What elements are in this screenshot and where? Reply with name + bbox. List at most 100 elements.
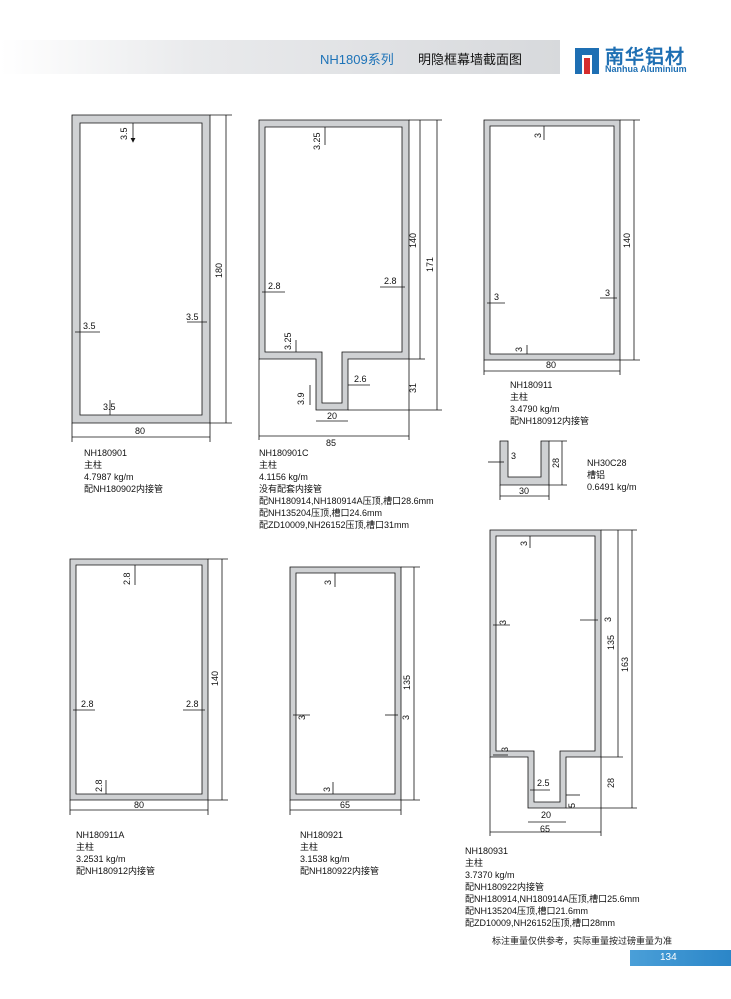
page-number-band [630, 950, 731, 966]
profile-note: 配NH135204压顶,槽口21.6mm [465, 906, 589, 916]
profile-note: 配NH180922内接管 [465, 882, 545, 892]
page-title: 明隐框幕墙截面图 [418, 52, 523, 67]
spec-nh180921: NH180921 主柱 3.1538 kg/m 配NH180922内接管 [300, 829, 379, 877]
dim-label: 3 [533, 133, 543, 138]
weight-disclaimer: 标注重量仅供参考，实际重量按过磅重量为准 [492, 937, 673, 947]
profile-weight: 3.4790 kg/m [510, 404, 560, 414]
profile-type: 主柱 [259, 460, 278, 470]
dim-label: 85 [326, 438, 336, 448]
page-number: 134 [660, 952, 677, 963]
profile-code: NH30C28 [587, 458, 627, 468]
dim-label: 30 [519, 486, 529, 496]
dim-label: 3.25 [283, 332, 293, 350]
dim-label: 28 [606, 778, 616, 788]
profile-type: 主柱 [84, 460, 103, 470]
profile-code: NH180901 [84, 448, 128, 458]
dim-label: 171 [425, 257, 435, 272]
dim-label: 3 [511, 451, 516, 461]
profile-type: 主柱 [465, 858, 484, 868]
dim-label: 2.8 [94, 779, 104, 792]
profile-code: NH180911A [76, 830, 125, 840]
profile-note: 配ZD10009,NH26152压顶,槽口28mm [465, 918, 616, 928]
dim-label: 80 [135, 426, 145, 436]
dim-label: 3 [323, 580, 333, 585]
profile-nh30c28-drawing [488, 440, 567, 500]
profile-nh180911a-drawing [69, 558, 228, 815]
header-band [0, 40, 560, 74]
profile-nh180921-drawing [289, 566, 420, 815]
spec-nh180901: NH180901 主柱 4.7987 kg/m 配NH180902内接管 [84, 447, 163, 495]
dim-label: 65 [540, 824, 550, 834]
profile-type: 主柱 [76, 842, 95, 852]
dim-label: 3.9 [296, 392, 306, 405]
nanhua-logo-icon [575, 48, 599, 74]
profile-note: 配NH135204压顶,槽口24.6mm [259, 508, 383, 518]
dim-label: 3.5 [119, 127, 129, 140]
dim-label: 2.8 [81, 699, 94, 709]
dim-label: 3 [322, 787, 332, 792]
dim-label: 80 [134, 800, 144, 810]
profile-type: 主柱 [300, 842, 319, 852]
profile-note: 配NH180914,NH180914A压顶,槽口25.6mm [465, 894, 640, 904]
profile-code: NH180911 [510, 380, 553, 390]
dim-label: 65 [340, 800, 350, 810]
profile-note: 配NH180912内接管 [510, 416, 590, 426]
profile-note: 没有配套内接管 [259, 484, 323, 494]
profile-note: 配NH180912内接管 [76, 866, 156, 876]
header-bar: NH1809系列 明隐框幕墙截面图 [0, 40, 731, 74]
dim-label: 3 [500, 747, 510, 752]
dim-label: 3.5 [186, 312, 199, 322]
logo-name-cn: 南华铝材 [605, 46, 686, 68]
dim-label: 163 [620, 657, 630, 672]
profile-weight: 3.7370 kg/m [465, 870, 515, 880]
profile-weight: 3.2531 kg/m [76, 854, 126, 864]
dim-label: 20 [541, 810, 551, 820]
dim-label: 3.5 [103, 402, 116, 412]
dim-label: 2.6 [354, 374, 367, 384]
spec-nh180931: NH180931 主柱 3.7370 kg/m 配NH180922内接管 配NH… [465, 845, 640, 929]
dim-label: 2.5 [537, 778, 550, 788]
dim-label: 5 [567, 803, 577, 808]
profile-note: 配NH180914,NH180914A压顶,槽口28.6mm [259, 496, 434, 506]
profile-weight: 0.6491 kg/m [587, 482, 637, 492]
dim-label: 3 [297, 715, 307, 720]
profile-note: 配NH180902内接管 [84, 484, 164, 494]
dim-label: 3 [494, 292, 499, 302]
dim-label: 135 [606, 635, 616, 650]
dim-label: 3.5 [83, 321, 96, 331]
dim-label: 28 [551, 458, 561, 468]
dim-label: 3 [514, 347, 524, 352]
profile-nh180931-drawing [489, 529, 637, 836]
dim-label: 3 [401, 715, 411, 720]
profile-nh180901-drawing [71, 114, 232, 442]
spec-nh30c28: NH30C28 槽铝 0.6491 kg/m [587, 457, 637, 493]
dim-label: 140 [408, 233, 418, 248]
spec-nh180911: NH180911 主柱 3.4790 kg/m 配NH180912内接管 [510, 379, 589, 427]
profile-note: 配ZD10009,NH26152压顶,槽口31mm [259, 520, 410, 530]
profile-weight: 4.7987 kg/m [84, 472, 134, 482]
dim-label: 80 [546, 360, 556, 370]
dim-label: 3 [498, 620, 508, 625]
profile-code: NH180931 [465, 846, 509, 856]
series-title: NH1809系列 [320, 52, 394, 67]
profile-weight: 4.1156 kg/m [259, 472, 308, 482]
profile-type: 主柱 [510, 392, 529, 402]
spec-nh180901c: NH180901C 主柱 4.1156 kg/m 没有配套内接管 配NH1809… [259, 447, 434, 531]
dim-label: 2.8 [122, 572, 132, 585]
profile-note: 配NH180922内接管 [300, 866, 380, 876]
profile-type: 槽铝 [587, 470, 606, 480]
dim-label: 31 [408, 383, 418, 393]
dim-label: 140 [622, 233, 632, 248]
profile-code: NH180921 [300, 830, 344, 840]
dim-label: 3 [605, 288, 610, 298]
page-number-bar: 134 [630, 950, 731, 966]
dim-label: 2.8 [186, 699, 199, 709]
spec-nh180911a: NH180911A 主柱 3.2531 kg/m 配NH180912内接管 [76, 829, 155, 877]
dim-label: 3 [519, 541, 529, 546]
dim-label: 2.8 [384, 276, 397, 286]
profile-nh180911-drawing [483, 119, 640, 375]
profile-weight: 3.1538 kg/m [300, 854, 350, 864]
dim-label: 140 [210, 671, 220, 686]
